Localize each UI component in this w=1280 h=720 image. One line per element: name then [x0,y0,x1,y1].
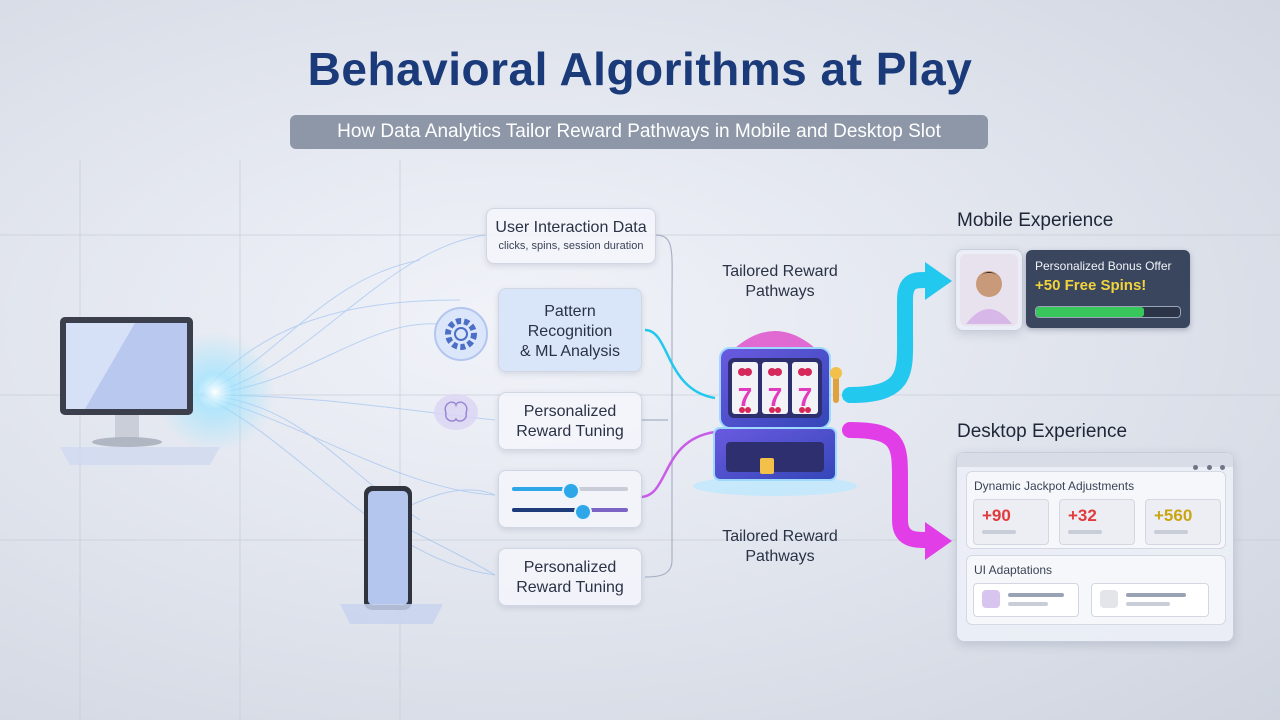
tailored-top-line-1: Tailored Reward [722,263,838,280]
desktop-window: Dynamic Jackpot Adjustments +90 +32 +560… [956,452,1234,642]
brain-icon [434,394,478,430]
pattern-line-2: Recognition [527,323,613,340]
mobile-arrow [842,272,933,403]
smartphone-icon [340,486,443,624]
reward-tuning-card-top: Personalized Reward Tuning [498,392,642,450]
jackpot-bar-2 [1068,530,1102,534]
tailored-top-line-2: Pathways [745,283,815,300]
ui-line [1126,602,1170,606]
offer-label: Personalized Bonus Offer [1035,259,1172,273]
tuning-top-line-2: Reward Tuning [516,423,624,440]
reel-3: 7 [797,382,813,412]
reel-1: 7 [737,382,753,412]
page-title: Behavioral Algorithms at Play [307,43,973,95]
mobile-heading: Mobile Experience [957,210,1114,231]
ui-line [1126,593,1186,597]
window-titlebar [957,453,1233,467]
ui-line [1008,593,1064,597]
tailored-bottom-line-1: Tailored Reward [722,528,838,545]
jackpot-value-3: +560 [1154,506,1193,525]
pattern-line-1: Pattern [544,303,596,320]
user-data-title: User Interaction Data [495,219,647,236]
offer-progress-track [1035,306,1181,318]
slider-knob-2[interactable] [573,503,592,521]
jackpot-tile-2: +32 [1059,499,1135,545]
window-controls-icon[interactable] [1189,457,1225,475]
jackpot-value-2: +32 [1068,506,1097,525]
jackpot-section: Dynamic Jackpot Adjustments +90 +32 +560 [966,471,1226,549]
slider-fill-2 [512,508,582,512]
slot-machine-body [693,331,857,496]
mobile-offer-card: Personalized Bonus Offer +50 Free Spins! [1026,250,1190,328]
jackpot-tile-3: +560 [1145,499,1221,545]
sliders-card [498,470,642,528]
user-icon [1100,590,1118,608]
slot-machine-icon: 7 7 7 [690,318,860,498]
offer-progress-fill [1036,307,1144,317]
ui-line [1008,602,1048,606]
jackpot-tile-1: +90 [973,499,1049,545]
user-data-detail: clicks, spins, session duration [498,240,644,252]
tailored-label-bottom: Tailored Reward Pathways [700,527,860,567]
desktop-heading: Desktop Experience [957,421,1128,442]
tuning-bottom-line-2: Reward Tuning [516,579,624,596]
ui-adaptation-card-2 [1091,583,1209,617]
jackpot-label: Dynamic Jackpot Adjustments [974,479,1135,493]
gear-icon [434,307,488,361]
slider-fill-1 [512,487,570,491]
tailored-bottom-line-2: Pathways [745,548,815,565]
page-subtitle: How Data Analytics Tailor Reward Pathway… [290,115,988,149]
monitor-icon [60,317,220,465]
pattern-recognition-card: Pattern Recognition & ML Analysis [498,288,642,372]
ui-adaptation-card-1 [973,583,1079,617]
offer-value: +50 Free Spins! [1035,277,1147,294]
tuning-bottom-line-1: Personalized [523,559,617,576]
pattern-line-3: & ML Analysis [520,343,620,360]
jackpot-bar-1 [982,530,1016,534]
reel-2: 7 [767,382,783,412]
slider-knob-1[interactable] [562,482,580,500]
user-interaction-data-card: User Interaction Data clicks, spins, ses… [486,208,656,264]
jackpot-bar-3 [1154,530,1188,534]
user-icon [982,590,1000,608]
tailored-label-top: Tailored Reward Pathways [700,262,860,302]
tuning-top-line-1: Personalized [523,403,617,420]
jackpot-value-1: +90 [982,506,1011,525]
mobile-avatar-card [955,249,1023,331]
reward-tuning-card-bottom: Personalized Reward Tuning [498,548,642,606]
ui-adaptations-label: UI Adaptations [974,563,1053,577]
ui-adaptations-section: UI Adaptations [966,555,1226,625]
avatar-icon [960,254,1018,326]
desktop-arrow [842,422,933,548]
